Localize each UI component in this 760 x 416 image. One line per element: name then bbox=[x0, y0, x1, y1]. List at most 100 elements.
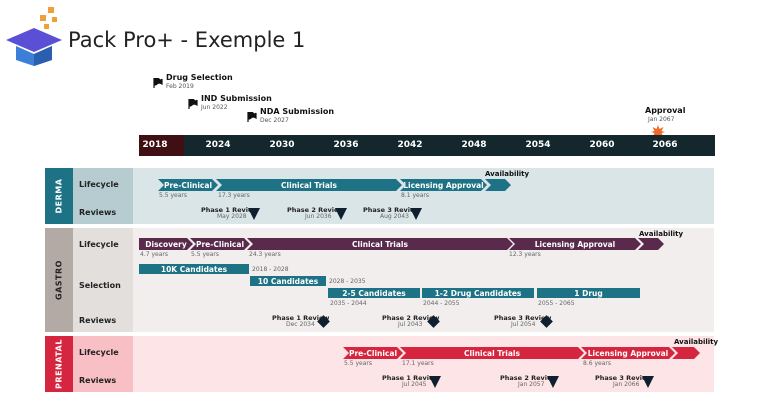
review-date: May 2028 bbox=[217, 213, 247, 220]
phase-bar: Pre-Clinical bbox=[158, 179, 218, 191]
selection-bar: 1-2 Drug Candidates bbox=[422, 288, 534, 298]
row-label-column bbox=[73, 336, 133, 392]
selection-bar: 1 Drug bbox=[537, 288, 640, 298]
phase-duration: 12.3 years bbox=[509, 251, 541, 258]
phase-bar: Licensing Approval bbox=[400, 179, 487, 191]
review-date: Dec 2034 bbox=[286, 321, 315, 328]
availability-label: Availability bbox=[674, 338, 719, 346]
phase-bar: Clinical Trials bbox=[216, 179, 402, 191]
phase-duration: 17.1 years bbox=[402, 360, 434, 367]
flag-icon bbox=[188, 99, 198, 109]
row-label: Reviews bbox=[79, 376, 117, 385]
row-label: Lifecycle bbox=[79, 348, 119, 357]
axis-tick: 2066 bbox=[652, 140, 678, 150]
selection-range: 2044 - 2055 bbox=[423, 300, 460, 307]
derma-tab: DERMA bbox=[45, 168, 73, 224]
axis-tick: 2024 bbox=[205, 140, 231, 150]
axis-tick: 2030 bbox=[269, 140, 295, 150]
availability-label: Availability bbox=[639, 230, 684, 238]
phase-duration: 5.5 years bbox=[191, 251, 219, 258]
milestone-name: Approval bbox=[645, 106, 686, 115]
phase-bar: Clinical Trials bbox=[400, 347, 584, 359]
review-date: Aug 2043 bbox=[380, 213, 409, 220]
availability-label: Availability bbox=[485, 170, 530, 178]
group-name: GASTRO bbox=[54, 260, 64, 300]
review-marker bbox=[335, 208, 347, 220]
axis-tick: 2060 bbox=[589, 140, 615, 150]
review-name: Phase 3 Review bbox=[363, 206, 421, 214]
phase-bar: Clinical Trials bbox=[247, 238, 513, 250]
selection-range: 2028 - 2035 bbox=[329, 278, 366, 285]
availability-bar bbox=[485, 179, 511, 191]
phase-bar: Pre-Clinical bbox=[190, 238, 250, 250]
page-title: Pack Pro+ - Exemple 1 bbox=[68, 28, 306, 52]
review-name: Phase 2 Review bbox=[287, 206, 345, 214]
phase-duration: 17.3 years bbox=[218, 192, 250, 199]
phase-duration: 8.6 years bbox=[583, 360, 611, 367]
row-label: Selection bbox=[79, 281, 121, 290]
review-name: Phase 1 Review bbox=[382, 374, 440, 382]
availability-bar bbox=[672, 347, 700, 359]
selection-bar: 10 Candidates bbox=[250, 276, 326, 286]
group-name: DERMA bbox=[54, 178, 64, 214]
milestone-date: Feb 2019 bbox=[166, 83, 194, 90]
review-marker bbox=[642, 376, 654, 388]
milestone-date: Dec 2027 bbox=[260, 117, 289, 124]
review-date: Jan 2057 bbox=[518, 381, 545, 388]
row-label-column bbox=[73, 168, 133, 224]
selection-bar: 10K Candidates bbox=[139, 264, 249, 274]
review-date: Jul 2043 bbox=[398, 321, 423, 328]
review-name: Phase 2 Review bbox=[500, 374, 558, 382]
milestone-name: NDA Submission bbox=[260, 107, 335, 116]
selection-range: 2018 - 2028 bbox=[252, 266, 289, 273]
review-name: Phase 1 Review bbox=[201, 206, 259, 214]
row-label: Reviews bbox=[79, 208, 117, 217]
review-marker bbox=[248, 208, 260, 220]
flag-icon bbox=[153, 78, 163, 88]
review-name: Phase 2 Review bbox=[382, 314, 440, 322]
row-label: Reviews bbox=[79, 316, 117, 325]
milestone-date: Jun 2022 bbox=[201, 104, 228, 111]
milestone-name: IND Submission bbox=[201, 94, 272, 103]
selection-range: 2055 - 2065 bbox=[538, 300, 575, 307]
axis-tick: 2018 bbox=[142, 140, 168, 150]
review-marker bbox=[547, 376, 559, 388]
milestone-name: Drug Selection bbox=[166, 73, 233, 82]
axis-tick: 2036 bbox=[333, 140, 359, 150]
review-name: Phase 3 Review bbox=[595, 374, 653, 382]
row-label-column bbox=[73, 228, 133, 332]
selection-bar: 2-5 Candidates bbox=[328, 288, 420, 298]
review-date: Jul 2045 bbox=[402, 381, 427, 388]
gastro-tab: GASTRO bbox=[45, 228, 73, 332]
axis-tick: 2048 bbox=[461, 140, 487, 150]
phase-duration: 24.3 years bbox=[249, 251, 281, 258]
phase-bar: Discovery bbox=[139, 238, 193, 250]
review-name: Phase 1 Review bbox=[272, 314, 330, 322]
selection-range: 2035 - 2044 bbox=[330, 300, 367, 307]
review-marker bbox=[410, 208, 422, 220]
timeline-axis: 2018 2024 2030 2036 2042 2048 2054 2060 … bbox=[139, 135, 715, 156]
prenatal-tab: PRENATAL bbox=[45, 336, 73, 392]
derma-swimlane: DERMA bbox=[45, 168, 714, 224]
phase-duration: 5.5 years bbox=[344, 360, 372, 367]
row-label: Lifecycle bbox=[79, 240, 119, 249]
phase-duration: 8.1 years bbox=[401, 192, 429, 199]
phase-duration: 4.7 years bbox=[140, 251, 168, 258]
availability-bar bbox=[638, 238, 664, 250]
review-name: Phase 3 Review bbox=[494, 314, 552, 322]
phase-bar: Pre-Clinical bbox=[343, 347, 403, 359]
review-date: Jan 2066 bbox=[613, 381, 640, 388]
phase-bar: Licensing Approval bbox=[581, 347, 675, 359]
prenatal-swimlane: PRENATAL bbox=[45, 336, 714, 392]
axis-tick: 2054 bbox=[525, 140, 551, 150]
phase-duration: 5.5 years bbox=[159, 192, 187, 199]
review-date: Jun 2036 bbox=[305, 213, 332, 220]
phase-bar: Licensing Approval bbox=[509, 238, 641, 250]
axis-tick: 2042 bbox=[397, 140, 423, 150]
review-marker bbox=[429, 376, 441, 388]
flag-icon bbox=[247, 112, 257, 122]
review-date: Jul 2054 bbox=[511, 321, 536, 328]
milestone-date: Jan 2067 bbox=[648, 116, 675, 123]
row-label: Lifecycle bbox=[79, 180, 119, 189]
group-name: PRENATAL bbox=[54, 339, 64, 389]
